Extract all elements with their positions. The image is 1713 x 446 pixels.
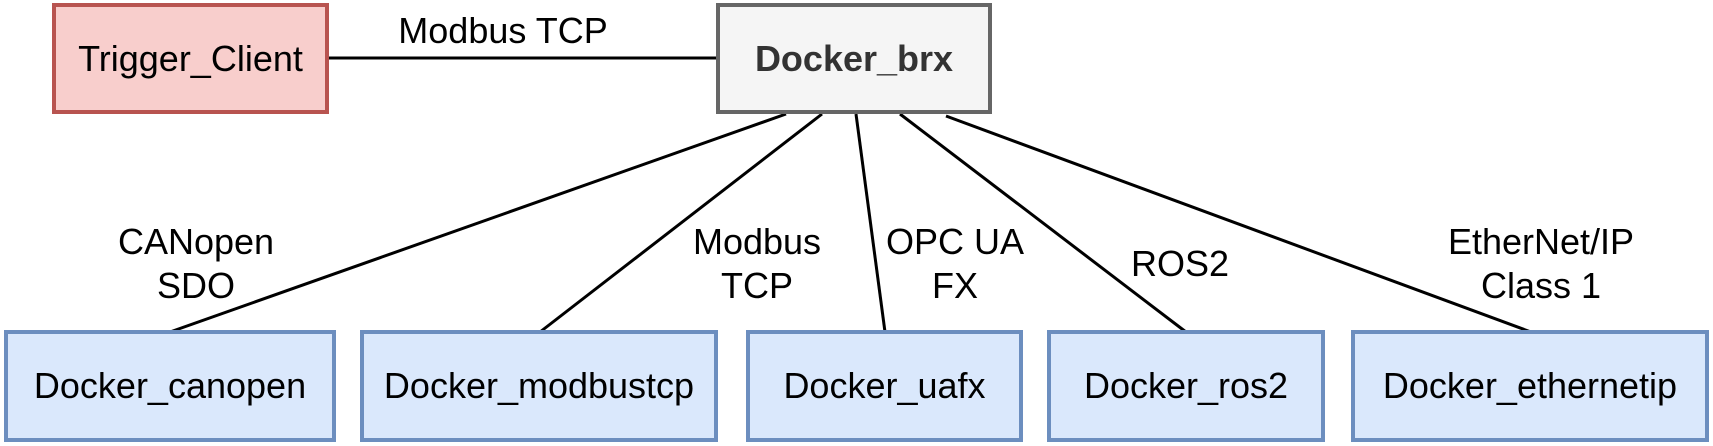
- edge-label-canopen: CANopen SDO: [118, 220, 274, 308]
- edge-brx-to-ros2: [899, 112, 1187, 334]
- edge-label-trigger-to-brx-text: Modbus TCP: [398, 10, 608, 51]
- edge-label-modbustcp-line1: Modbus: [692, 221, 822, 262]
- edge-label-trigger-to-brx: Modbus TCP: [398, 9, 607, 53]
- edge-label-ethernetip-line1: EtherNet/IP: [1447, 221, 1635, 262]
- docker-canopen-node: Docker_canopen: [4, 330, 336, 442]
- edge-label-ros2-text: ROS2: [1130, 243, 1230, 284]
- edge-label-ethernetip: EtherNet/IP Class 1: [1448, 220, 1634, 308]
- docker-ethernetip-node: Docker_ethernetip: [1351, 330, 1709, 442]
- docker-ethernetip-label: Docker_ethernetip: [1382, 365, 1678, 406]
- edge-label-uafx: OPC UA FX: [886, 220, 1024, 308]
- docker-brx-label: Docker_brx: [754, 37, 954, 79]
- edge-brx-to-canopen: [169, 112, 787, 334]
- docker-modbustcp-node: Docker_modbustcp: [360, 330, 718, 442]
- edge-brx-to-modbustcp: [539, 112, 823, 334]
- edge-label-uafx-line2: FX: [931, 265, 978, 306]
- docker-ros2-node: Docker_ros2: [1047, 330, 1325, 442]
- edge-label-ros2: ROS2: [1131, 242, 1229, 286]
- docker-canopen-label: Docker_canopen: [33, 365, 307, 406]
- docker-uafx-label: Docker_uafx: [783, 365, 986, 406]
- trigger-client-label: Trigger_Client: [78, 37, 303, 79]
- edge-label-modbustcp: Modbus TCP: [693, 220, 821, 308]
- docker-brx-node: Docker_brx: [716, 3, 992, 114]
- edge-label-canopen-line2: SDO: [156, 265, 235, 306]
- docker-modbustcp-label: Docker_modbustcp: [383, 365, 695, 406]
- edge-brx-to-uafx: [854, 113, 887, 333]
- docker-uafx-node: Docker_uafx: [746, 330, 1023, 442]
- docker-ros2-label: Docker_ros2: [1083, 365, 1289, 406]
- edge-brx-to-ethernetip: [945, 114, 1532, 334]
- trigger-client-node: Trigger_Client: [52, 3, 329, 114]
- edge-label-canopen-line1: CANopen: [117, 221, 275, 262]
- edge-label-uafx-line1: OPC UA: [885, 221, 1025, 262]
- edge-label-ethernetip-line2: Class 1: [1480, 265, 1602, 306]
- edge-label-modbustcp-line2: TCP: [720, 265, 793, 306]
